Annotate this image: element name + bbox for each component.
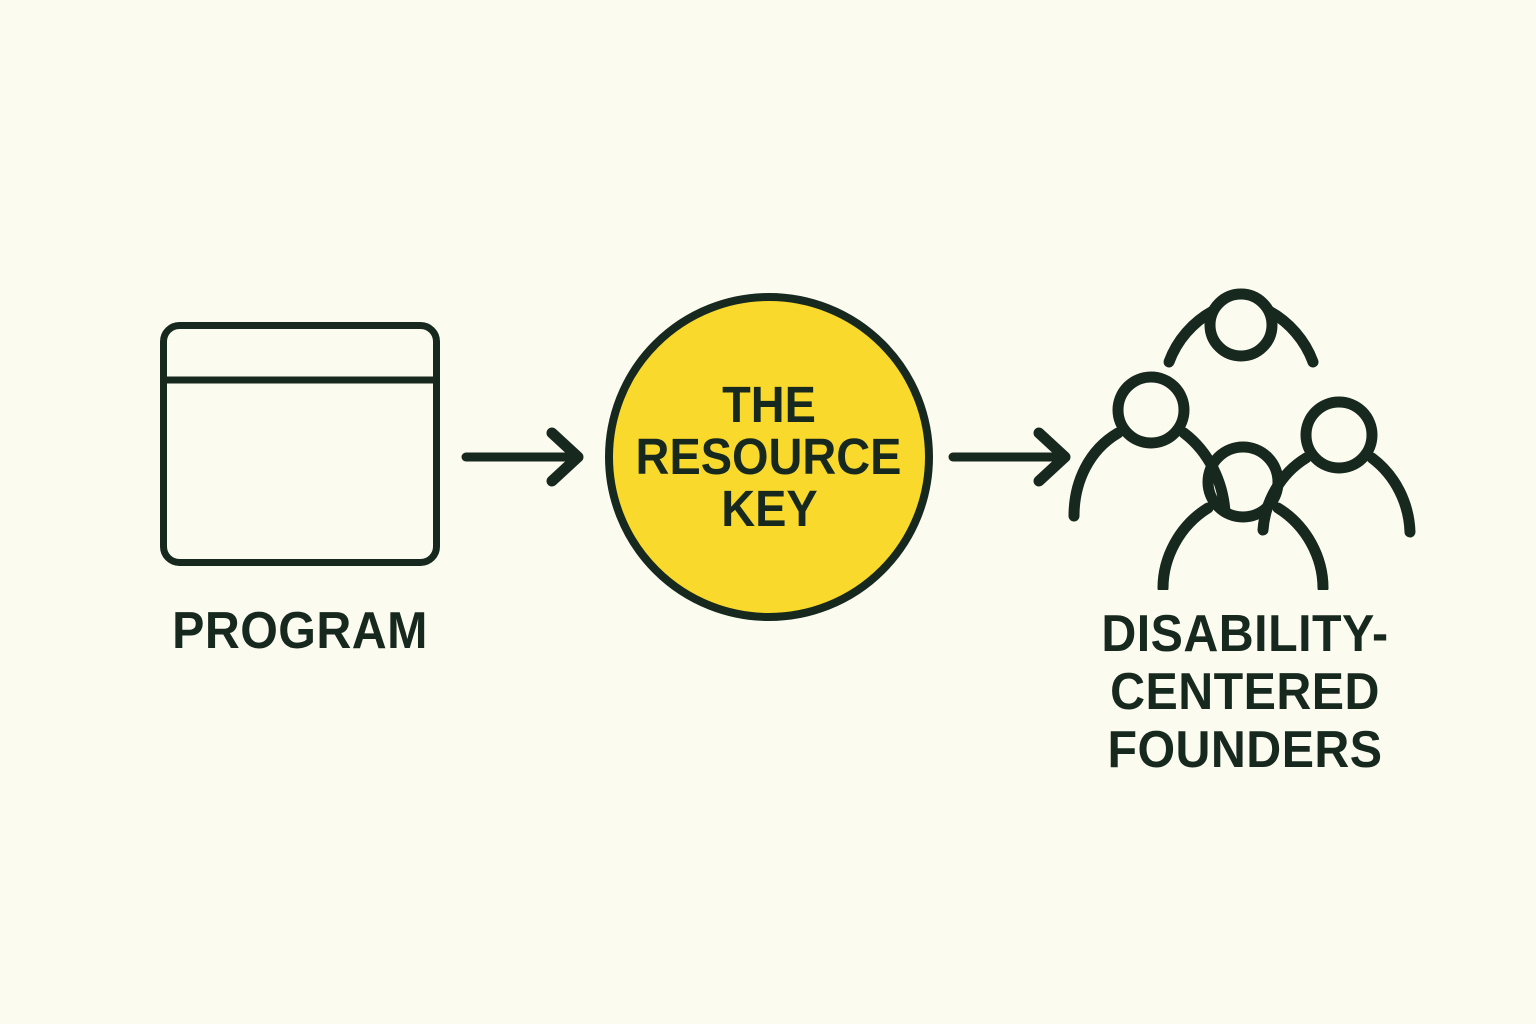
stage-program: PROGRAM <box>150 310 450 680</box>
stage-label-program: PROGRAM <box>172 602 428 660</box>
founders-label-line-3: FOUNDERS <box>1107 721 1383 779</box>
resource-key-circle <box>601 289 937 625</box>
arrow-right-icon-1 <box>460 425 590 489</box>
stage-label-founders: DISABILITY- CENTERED FOUNDERS <box>1078 605 1413 779</box>
people-group-icon <box>1065 280 1425 594</box>
founders-label-line-1: DISABILITY- <box>1101 605 1389 663</box>
browser-window-icon <box>150 310 450 575</box>
arrow-right-icon-2 <box>947 425 1077 489</box>
stage-disability-centered-founders: DISABILITY- CENTERED FOUNDERS <box>1065 280 1425 800</box>
stage-resource-key: THE RESOURCE KEY <box>601 289 937 625</box>
founders-label-line-2: CENTERED <box>1110 663 1380 721</box>
